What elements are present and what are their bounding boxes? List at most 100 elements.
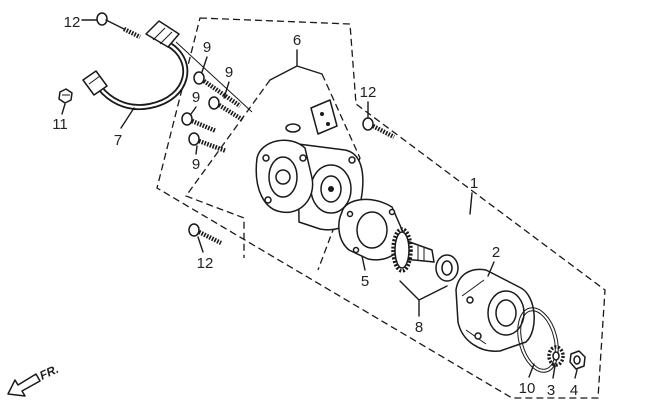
bolt-hole [348,156,356,164]
bolt-hole [299,154,307,162]
screw-thread [198,138,227,154]
screw-head [188,132,200,146]
bolt-thread [371,124,396,139]
washer-teeth [547,345,565,367]
screw-thread [217,103,245,122]
nut-4 [569,350,586,370]
bolt-thread [197,229,223,246]
leader-9-b [223,81,230,99]
washer-hole [552,351,560,361]
harness-lead-wire [175,41,253,113]
leader-5 [361,255,366,271]
callout-labels: 12 11 7 9 9 9 9 6 12 1 12 5 2 8 10 3 4 [52,14,578,399]
callout-7: 7 [114,132,122,149]
o-ring-outer [517,307,559,373]
flange-hub [275,169,291,185]
gear-body [394,231,410,269]
bolt-head [188,223,200,237]
callout-12-right: 12 [360,84,377,101]
bracket-terminal [326,122,330,126]
front-arrow-icon [7,373,41,397]
harness-top-connector-detail [152,27,173,45]
callout-10: 10 [519,380,536,397]
seal-ring [285,123,301,133]
harness-top-connector [145,20,180,48]
leader-3 [552,365,556,379]
callout-11: 11 [52,116,68,133]
o-ring-10 [517,307,559,373]
gasket-bore [356,211,388,249]
shaft-spline [417,246,425,261]
leader-4 [574,369,578,379]
screw-9-c [181,112,217,134]
front-direction-label: FR. [37,362,60,383]
bolt-shank [105,19,125,30]
screw-9-a [193,71,242,108]
impeller-center [328,186,334,192]
bearing [435,254,459,282]
callout-9-c: 9 [192,89,200,106]
leader-12-bottom [197,236,204,253]
screw-thread [191,118,217,134]
bolt-hole [264,196,272,204]
screw-head [193,71,205,85]
screw-head [181,112,193,126]
bearing-inner [441,260,453,276]
callout-2: 2 [492,244,500,261]
callout-9-b: 9 [225,64,233,81]
lock-washer-3 [547,345,565,367]
nut-hex [58,88,73,104]
callout-5: 5 [361,273,369,290]
leader-8-bracket [399,280,448,317]
nut-11 [58,88,73,104]
leader-9-d [195,145,198,155]
front-direction-indicator: FR. [7,362,61,397]
bolt-12-bottom [188,223,223,246]
leader-2 [487,261,495,277]
leader-11 [61,103,66,115]
gasket-hole [346,210,354,218]
gasket-hole [388,208,396,216]
leader-7 [120,107,135,129]
gasket-5 [338,198,404,261]
callout-6: 6 [293,32,301,49]
leader-1 [469,192,473,215]
bolt-12-top [96,12,142,40]
assembly-boundary-dashed [156,17,606,399]
callout-1: 1 [470,175,478,192]
screw-9-d [188,132,227,154]
screw-thread [202,79,242,108]
bolt-12-right [362,117,396,139]
callout-9-d: 9 [192,156,200,173]
housing-bore [495,299,517,327]
o-ring-inner [520,310,556,370]
connector-bracket [310,99,338,135]
bolt-hole [262,154,270,162]
gasket-hole [352,246,360,254]
leader-10 [528,363,535,378]
nut-hole [573,355,581,365]
bolt-head [362,117,374,131]
subassembly-boundary-right-dashed [317,73,361,271]
bolt-thread [122,26,142,40]
callout-12-top: 12 [64,14,81,31]
screw-9-b [208,96,245,122]
screw-head [208,96,220,110]
leader-9-a [201,56,208,73]
bracket-terminal [320,112,324,116]
callout-4: 4 [570,382,578,399]
callout-3: 3 [547,382,555,399]
housing-hole [466,296,474,304]
shaft-gear-8 [391,227,435,273]
callout-12-bottom: 12 [197,255,214,272]
leader-lines [61,19,578,379]
callout-9-a: 9 [203,39,211,56]
harness-left-connector-detail [88,75,101,85]
bolt-head [96,12,108,26]
leader-9-c [190,106,197,115]
subassembly-boundary-left-dashed [184,79,271,258]
gear-teeth [391,227,413,273]
harness-wire-inner [98,42,187,109]
housing-hole [474,332,482,340]
